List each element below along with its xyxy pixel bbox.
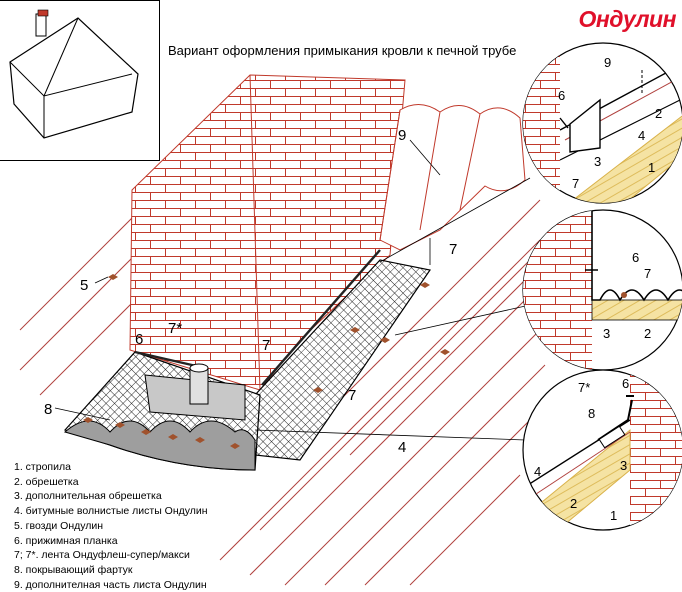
svg-text:3: 3 xyxy=(620,458,627,473)
legend-item: 5. гвозди Ондулин xyxy=(14,519,104,532)
front-apron xyxy=(63,350,261,471)
svg-text:8: 8 xyxy=(588,406,595,421)
svg-text:6: 6 xyxy=(622,376,629,391)
svg-text:9: 9 xyxy=(604,55,611,70)
svg-text:1: 1 xyxy=(610,508,617,523)
detail-circle-middle xyxy=(522,209,682,371)
label-7-star: 7* xyxy=(168,320,182,337)
label-5: 5 xyxy=(80,277,88,294)
detail-middle-callouts: 6 7 3 2 xyxy=(603,250,651,341)
svg-text:7: 7 xyxy=(572,176,579,191)
extra-sheet-9 xyxy=(379,104,526,251)
ondulin-logo: Ондулин xyxy=(578,6,676,32)
label-7c: 7 xyxy=(348,387,356,404)
svg-text:3: 3 xyxy=(603,326,610,341)
legend-item: 1. стропила xyxy=(14,461,71,473)
svg-text:7: 7 xyxy=(644,266,651,281)
leader-lines xyxy=(254,177,531,441)
svg-text:6: 6 xyxy=(632,250,639,265)
label-4: 4 xyxy=(398,439,406,456)
legend-item: 9. дополнителная часть листа Ондулин xyxy=(14,578,207,591)
svg-text:1: 1 xyxy=(648,160,655,175)
svg-text:2: 2 xyxy=(570,496,577,511)
legend-item: 7; 7*. лента Ондуфлеш-супер/макси xyxy=(14,549,190,562)
detail-circle-bottom xyxy=(522,369,682,531)
label-9: 9 xyxy=(398,127,406,144)
detail-bottom-callouts: 7* 6 8 3 4 2 1 xyxy=(534,376,629,523)
legend-list: 1. стропила 2. обрешетка 3. дополнительн… xyxy=(14,460,208,592)
svg-text:4: 4 xyxy=(638,128,645,143)
svg-text:3: 3 xyxy=(594,154,601,169)
legend-item: 6. прижимная планка xyxy=(14,534,118,547)
label-6: 6 xyxy=(135,331,143,348)
legend-item: 2. обрешетка xyxy=(14,475,79,488)
svg-text:6: 6 xyxy=(558,88,565,103)
nails xyxy=(83,274,450,449)
label-7b: 7 xyxy=(262,337,270,354)
house-thumbnail xyxy=(0,0,160,161)
legend-item: 4. битумные волнистые листы Ондулин xyxy=(14,505,208,518)
svg-text:2: 2 xyxy=(655,106,662,121)
detail-circle-top xyxy=(522,42,682,204)
svg-text:4: 4 xyxy=(534,464,541,479)
svg-text:7*: 7* xyxy=(578,380,590,395)
detail-top-callouts: 6 9 2 4 3 1 7 xyxy=(558,55,662,191)
legend-item: 3. дополнительная обрешетка xyxy=(14,490,162,503)
legend-item: 8. покрывающий фартук xyxy=(14,563,133,576)
svg-text:2: 2 xyxy=(644,326,651,341)
label-7a: 7 xyxy=(449,241,457,258)
label-8: 8 xyxy=(44,401,52,418)
diagram-title: Вариант оформления примыкания кровли к п… xyxy=(168,43,517,58)
main-callouts: 5 6 7* 8 9 7 7 7 4 xyxy=(44,127,457,456)
